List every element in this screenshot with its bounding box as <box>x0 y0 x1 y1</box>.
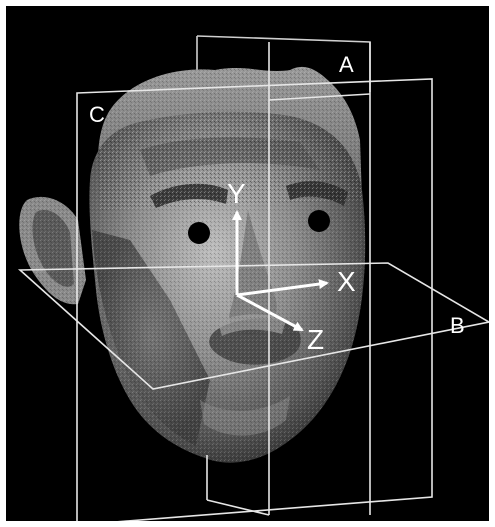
3d-viewport: A B C X Y Z <box>6 6 489 521</box>
z-axis-label: Z <box>307 324 324 355</box>
left-eye-marker <box>188 222 210 244</box>
plane-b-label: B <box>450 313 465 338</box>
scene-svg: A B C X Y Z <box>6 6 489 521</box>
ear <box>19 197 86 304</box>
plane-c-label: C <box>89 102 105 127</box>
right-eye-marker <box>308 210 330 232</box>
y-axis-label: Y <box>227 178 246 209</box>
plane-a-label: A <box>339 52 354 77</box>
x-axis-label: X <box>337 266 356 297</box>
